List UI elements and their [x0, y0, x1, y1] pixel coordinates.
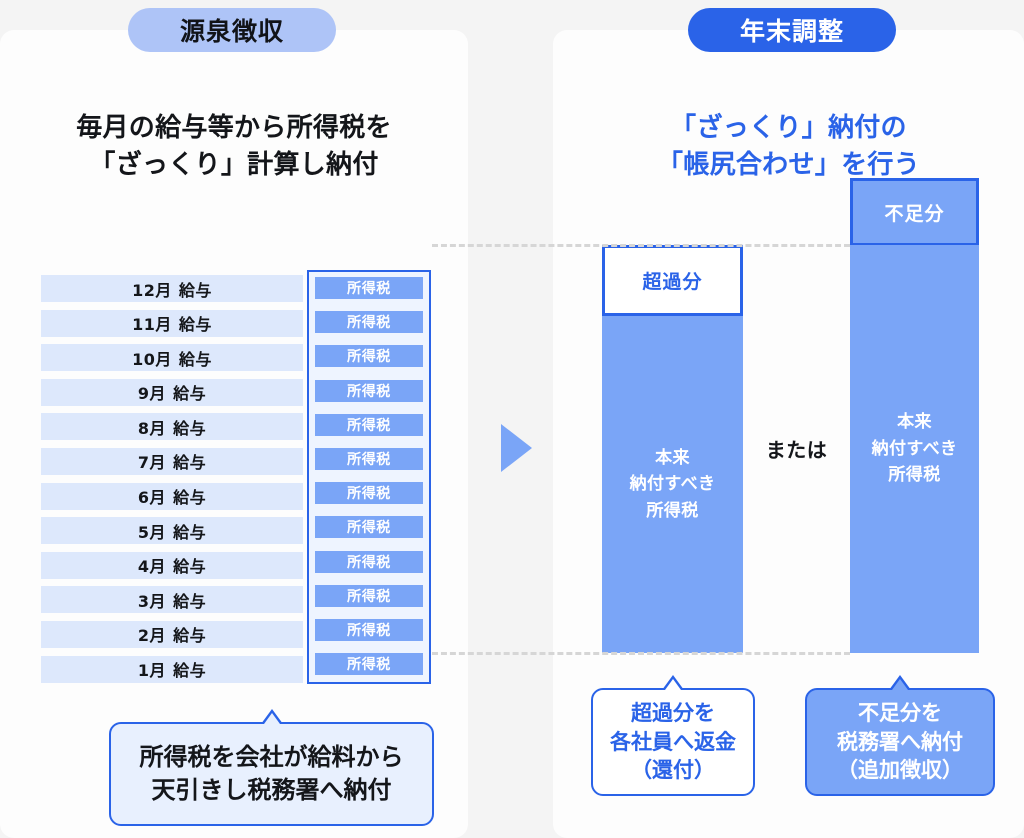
additional-collection-callout: 不足分を 税務署へ納付 （追加徴収） [805, 675, 995, 796]
badge-year-end-adjustment: 年末調整 [688, 8, 896, 52]
callout-pointer-icon [889, 675, 911, 690]
month-label: 4月 [137, 557, 167, 577]
month-label: 2月 [137, 626, 167, 646]
month-kind-label: 給与 [173, 384, 207, 404]
refund-callout-text: 超過分を 各社員へ返金 （還付） [610, 700, 736, 783]
month-row: 9月給与 [41, 378, 303, 406]
segment-underpaid: 不足分 [850, 178, 979, 246]
refund-callout: 超過分を 各社員へ返金 （還付） [591, 675, 755, 796]
month-label: 7月 [137, 453, 167, 473]
income-tax-chip: 所得税 [315, 618, 423, 641]
month-row: 7月給与 [41, 447, 303, 475]
income-tax-chip: 所得税 [315, 653, 423, 676]
income-tax-chip: 所得税 [315, 345, 423, 368]
callout-pointer-icon [260, 709, 283, 724]
month-label: 8月 [137, 418, 167, 438]
month-row: 1月給与 [41, 655, 303, 683]
bar-overpaid-base: 本来 納付すべき 所得税 [602, 316, 743, 653]
month-row: 11月給与 [41, 309, 303, 337]
month-row: 8月給与 [41, 413, 303, 441]
income-tax-chip: 所得税 [315, 482, 423, 505]
income-tax-chip: 所得税 [315, 584, 423, 607]
month-kind-label: 給与 [178, 315, 212, 335]
month-kind-label: 給与 [173, 488, 207, 508]
month-row: 10月給与 [41, 344, 303, 372]
segment-overpaid: 超過分 [602, 245, 743, 316]
month-row: 3月給与 [41, 586, 303, 614]
month-row: 12月給与 [41, 275, 303, 302]
month-label: 9月 [137, 384, 167, 404]
left-panel-title: 毎月の給与等から所得税を 「ざっくり」計算し納付 [76, 113, 392, 180]
triangle-right-icon [501, 424, 532, 472]
income-tax-chip: 所得税 [315, 550, 423, 573]
badge-withholding-tax: 源泉徴収 [128, 8, 336, 52]
month-row: 2月給与 [41, 620, 303, 648]
right-panel-title: 「ざっくり」納付の 「帳尻合わせ」を行う [656, 113, 920, 180]
callout-pointer-icon [662, 675, 684, 690]
month-kind-label: 給与 [178, 349, 212, 369]
income-tax-chip: 所得税 [315, 516, 423, 539]
income-tax-chip: 所得税 [315, 379, 423, 402]
income-tax-chip: 所得税 [315, 447, 423, 470]
month-kind-label: 給与 [173, 591, 207, 611]
month-kind-label: 給与 [173, 453, 207, 473]
month-kind-label: 給与 [173, 661, 207, 681]
dashed-line-bottom [432, 652, 850, 655]
month-row: 4月給与 [41, 551, 303, 579]
month-kind-label: 給与 [178, 280, 212, 300]
left-callout-text: 所得税を会社が給料から 天引きし税務署へ納付 [139, 742, 404, 804]
income-tax-chip: 所得税 [315, 413, 423, 436]
month-label: 3月 [137, 591, 167, 611]
left-callout: 所得税を会社が給料から 天引きし税務署へ納付 [109, 709, 434, 826]
bar-underpaid-base: 本来 納付すべき 所得税 [850, 245, 979, 653]
income-tax-column: 所得税所得税所得税所得税所得税所得税所得税所得税所得税所得税所得税所得税 [307, 270, 431, 684]
month-kind-label: 給与 [173, 418, 207, 438]
income-tax-chip: 所得税 [315, 311, 423, 334]
dashed-line-top [432, 244, 850, 247]
month-label: 12月 [132, 280, 172, 300]
or-label: または [765, 438, 828, 462]
month-label: 10月 [132, 349, 172, 369]
income-tax-chip: 所得税 [315, 277, 423, 299]
month-label: 5月 [137, 522, 167, 542]
month-kind-label: 給与 [173, 626, 207, 646]
month-kind-label: 給与 [173, 522, 207, 542]
month-kind-label: 給与 [173, 557, 207, 577]
additional-collection-callout-text: 不足分を 税務署へ納付 （追加徴収） [837, 700, 963, 783]
month-row: 6月給与 [41, 482, 303, 510]
month-label: 1月 [137, 661, 167, 681]
month-row: 5月給与 [41, 517, 303, 545]
month-label: 6月 [137, 488, 167, 508]
month-label: 11月 [132, 315, 172, 335]
